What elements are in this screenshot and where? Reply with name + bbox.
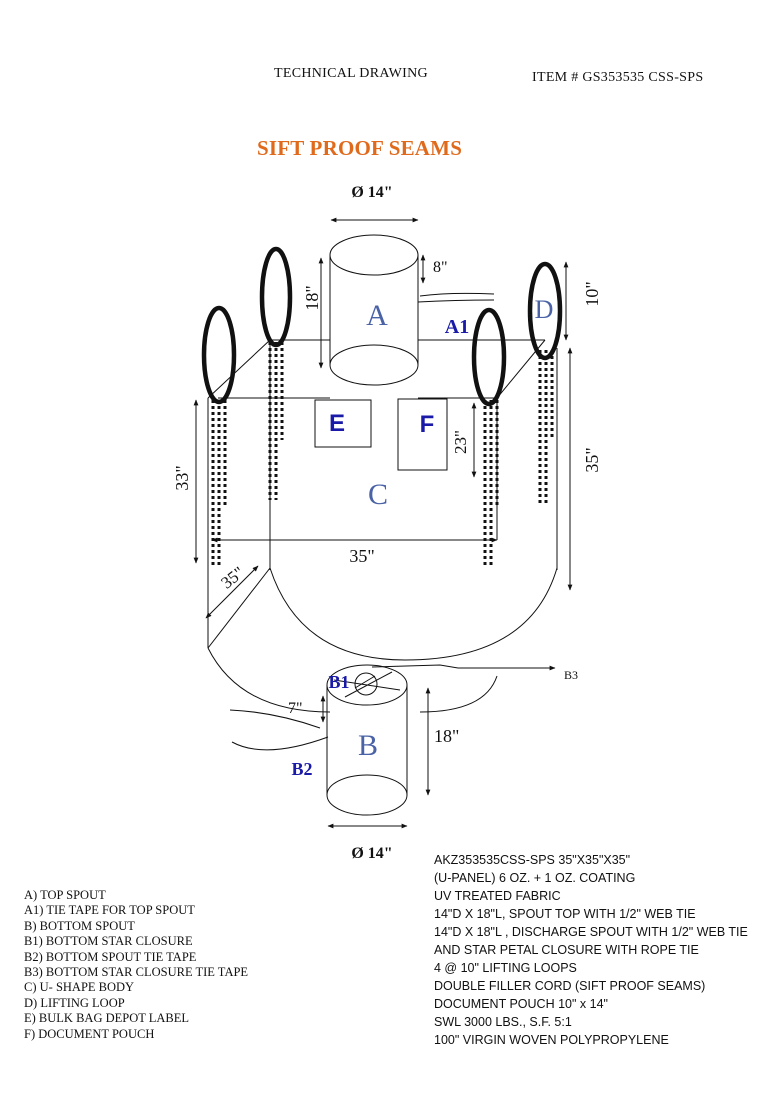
bottom-tie-length-label: 7" — [288, 700, 303, 717]
legend-item: B2) BOTTOM SPOUT TIE TAPE — [24, 949, 197, 964]
lifting-loop-back-left — [259, 246, 293, 348]
bag-top-outline — [207, 339, 546, 399]
top-diameter-label: Ø 14" — [351, 184, 392, 201]
legend-item: D) LIFTING LOOP — [24, 995, 125, 1010]
parts-legend: A) TOP SPOUT A1) TIE TAPE FOR TOP SPOUT … — [24, 888, 248, 1042]
spec-list: AKZ353535CSS-SPS 35"X35"X35" (U-PANEL) 6… — [434, 851, 762, 1049]
dim-depth — [205, 565, 259, 619]
label-e: E — [329, 410, 345, 437]
top-spout — [329, 234, 419, 386]
label-b3: B3 — [564, 668, 578, 682]
lifting-loop-front-left — [201, 305, 237, 405]
drawing-title: SIFT PROOF SEAMS — [257, 136, 463, 160]
spec-item: 100" VIRGIN WOVEN POLYPROPYLENE — [434, 1033, 669, 1047]
spec-item: AND STAR PETAL CLOSURE WITH ROPE TIE — [434, 943, 699, 957]
spec-item: 4 @ 10" LIFTING LOOPS — [434, 961, 577, 975]
u-shape-body — [207, 340, 558, 713]
bulk-bag-drawing: Ø 14" Ø 14" 18" 8" 10" 35" 33" 23" 35" 3… — [172, 184, 602, 860]
label-c: C — [368, 478, 388, 511]
label-f: F — [420, 411, 435, 438]
spec-item: DOUBLE FILLER CORD (SIFT PROOF SEAMS) — [434, 979, 706, 993]
label-b2: B2 — [291, 759, 312, 779]
label-a1: A1 — [445, 316, 469, 338]
bottom-tie-tape — [229, 709, 321, 729]
seam-dots — [211, 342, 554, 565]
legend-item: A) TOP SPOUT — [24, 888, 106, 902]
lifting-loops — [201, 246, 563, 407]
legend-item: E) BULK BAG DEPOT LABEL — [24, 1011, 190, 1026]
spec-item: (U-PANEL) 6 OZ. + 1 OZ. COATING — [434, 871, 636, 885]
top-tie-tape — [419, 292, 495, 297]
spec-item: 14"D X 18"L , DISCHARGE SPOUT WITH 1/2" … — [434, 925, 748, 939]
lifting-loop-front-right — [471, 307, 507, 407]
item-number: ITEM # GS353535 CSS-SPS — [532, 70, 704, 85]
label-b: B — [358, 729, 378, 762]
label-a: A — [366, 299, 388, 332]
body-height-right-label: 35" — [582, 447, 602, 472]
bottom-spout — [326, 664, 408, 816]
legend-item: B) BOTTOM SPOUT — [24, 918, 135, 933]
legend-item: B3) BOTTOM STAR CLOSURE TIE TAPE — [24, 965, 249, 980]
tie-tape-length-label: 8" — [433, 259, 448, 276]
lifting-loop-back-right — [527, 261, 563, 361]
legend-item: B1) BOTTOM STAR CLOSURE — [24, 934, 193, 949]
loop-height-label: 10" — [582, 281, 602, 306]
spec-item: 14"D X 18"L, SPOUT TOP WITH 1/2" WEB TIE — [434, 907, 696, 921]
pouch-height-label: 23" — [451, 430, 470, 454]
label-b1: B1 — [328, 672, 349, 692]
label-d: D — [535, 295, 554, 324]
bottom-diameter-label: Ø 14" — [351, 845, 392, 860]
width-label: 35" — [349, 546, 374, 566]
spec-item: SWL 3000 LBS., S.F. 5:1 — [434, 1015, 572, 1029]
legend-item: C) U- SHAPE BODY — [24, 980, 135, 995]
spec-item: AKZ353535CSS-SPS 35"X35"X35" — [434, 853, 631, 867]
document-type: TECHNICAL DRAWING — [274, 66, 428, 81]
body-height-left-label: 33" — [172, 465, 192, 490]
spec-item: UV TREATED FABRIC — [434, 889, 561, 903]
depot-label-box — [314, 399, 372, 448]
depth-label: 35" — [217, 563, 248, 593]
top-spout-height-label: 18" — [302, 285, 322, 310]
star-tie-tape — [371, 664, 459, 669]
legend-item: A1) TIE TAPE FOR TOP SPOUT — [24, 903, 195, 918]
bottom-spout-height-label: 18" — [434, 726, 459, 746]
document-pouch-box — [397, 398, 448, 471]
legend-item: F) DOCUMENT POUCH — [24, 1026, 155, 1041]
spec-item: DOCUMENT POUCH 10" x 14" — [434, 997, 608, 1011]
